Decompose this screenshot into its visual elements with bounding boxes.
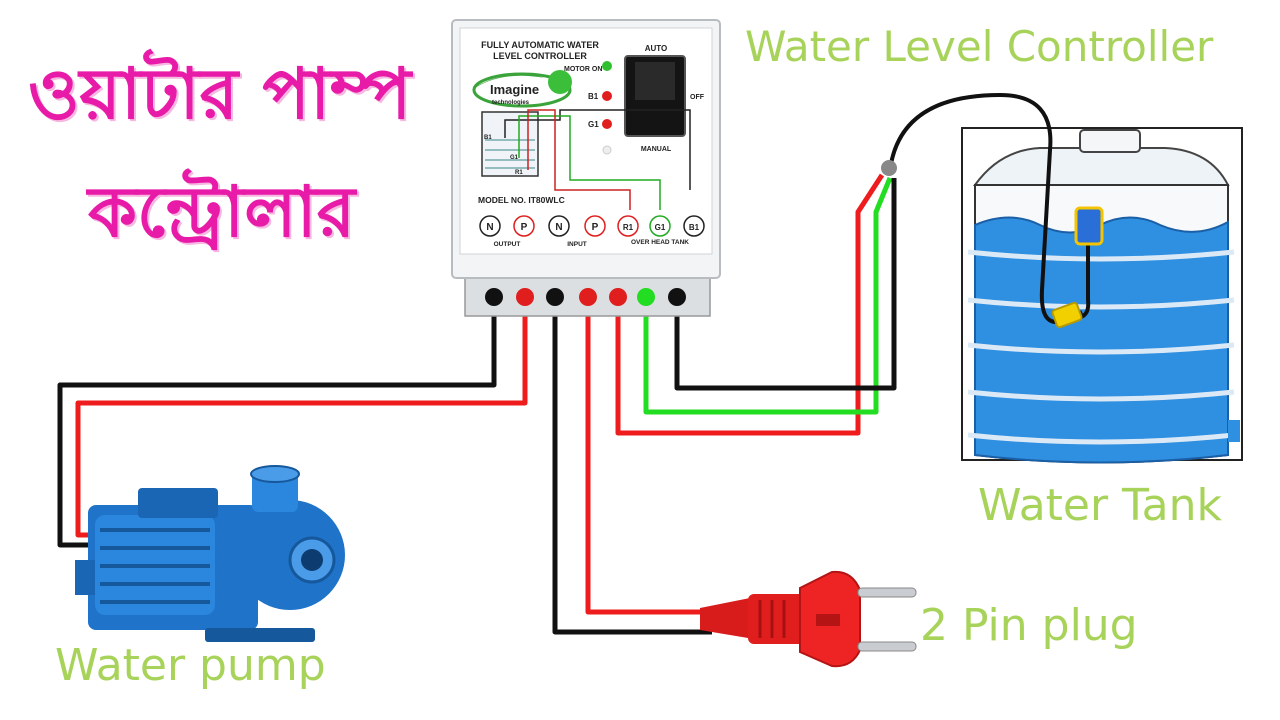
sensor-cable	[888, 92, 1083, 324]
switch-label-manual: MANUAL	[641, 146, 672, 153]
indicator-b1	[602, 91, 612, 101]
switch-label-off: OFF	[690, 94, 705, 101]
model-number: MODEL NO. IT80WLC	[478, 195, 565, 205]
indicator-label-g1: G1	[588, 120, 599, 129]
tank-schematic-icon	[481, 109, 691, 210]
sensor-label-g1: G1	[510, 155, 519, 161]
terminal-n-input: N	[555, 222, 562, 233]
terminal-g1: G1	[655, 223, 666, 232]
bengali-title-line2: কন্ট্রোলার	[88, 171, 356, 253]
indicator-g1	[602, 119, 612, 129]
label-water-level-controller: Water Level Controller	[745, 22, 1214, 71]
terminal-b1: B1	[689, 223, 700, 232]
terminal-p-input: P	[592, 222, 599, 233]
sensor-label-r1: R1	[515, 170, 523, 176]
panel-heading-line2: LEVEL CONTROLLER	[493, 51, 587, 61]
two-pin-plug-icon	[700, 570, 917, 668]
label-2-pin-plug: 2 Pin plug	[920, 600, 1138, 651]
indicator-motor-on	[602, 61, 612, 71]
terminal-labels	[479, 215, 705, 237]
float-switch-icon	[1051, 206, 1104, 329]
water-pump-icon	[75, 465, 345, 642]
group-output: OUTPUT	[494, 241, 521, 248]
sensor-label-b1: B1	[484, 135, 492, 141]
bengali-title-line1: ওয়াটার পাম্প	[28, 53, 412, 135]
terminal-p-output: P	[521, 222, 528, 233]
water-tank-icon	[961, 127, 1243, 464]
brand-subtitle: technologies	[492, 100, 530, 106]
panel-heading-line1: FULLY AUTOMATIC WATER	[481, 40, 599, 50]
switch-label-auto: AUTO	[645, 44, 668, 53]
group-input: INPUT	[567, 241, 587, 248]
brand-name: Imagine	[490, 82, 539, 97]
label-water-pump: Water pump	[55, 640, 326, 691]
terminal-n-output: N	[486, 222, 493, 233]
terminal-r1: R1	[623, 223, 634, 232]
indicator-label-b1: B1	[588, 92, 599, 101]
indicator-label-motor-on: MOTOR ON	[564, 66, 602, 73]
group-over-head-tank: OVER HEAD TANK	[631, 239, 689, 246]
label-water-tank: Water Tank	[978, 480, 1222, 531]
